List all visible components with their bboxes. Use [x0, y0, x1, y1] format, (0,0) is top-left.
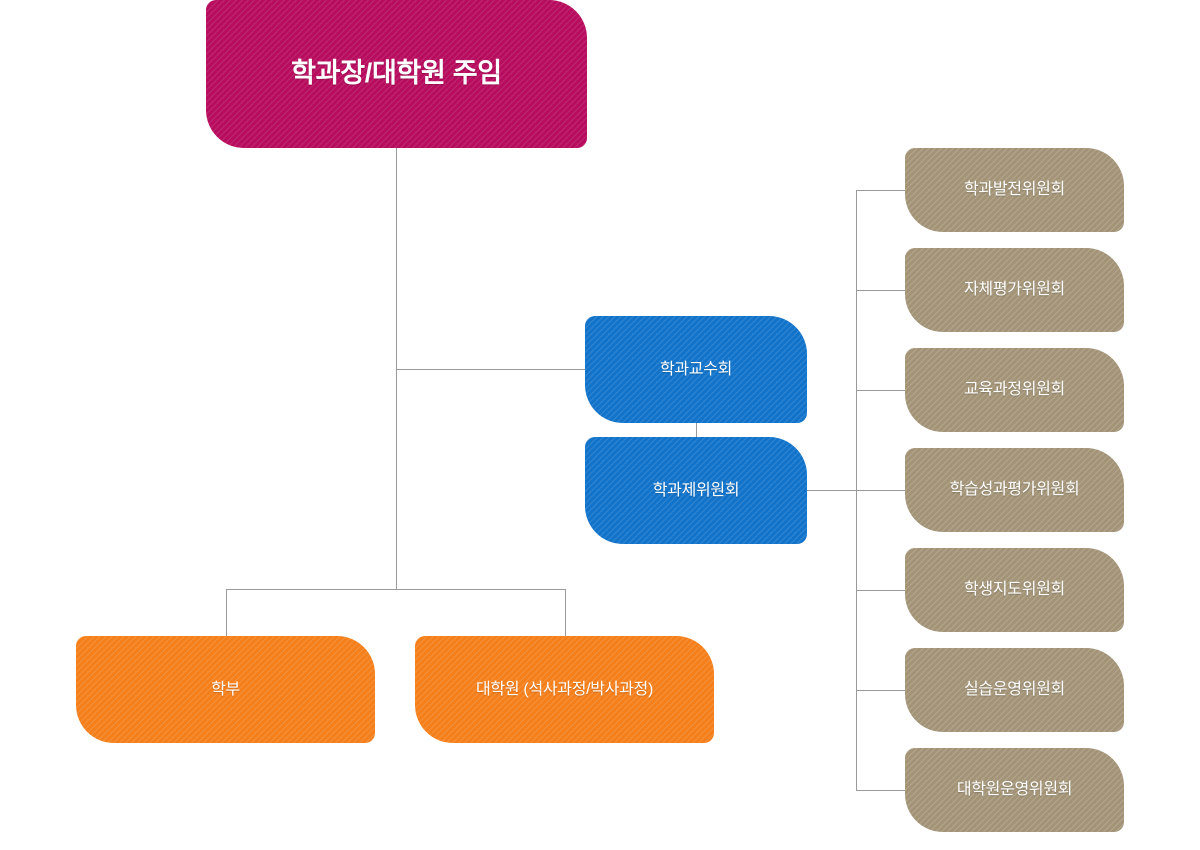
- node-graduate-program[interactable]: 대학원 (석사과정/박사과정): [415, 636, 714, 743]
- node-learning-outcome-evaluation-committee[interactable]: 학습성과평가위원회: [905, 448, 1124, 532]
- node-label-development-committee: 학과발전위원회: [964, 181, 1065, 198]
- node-label-student-guidance-committee: 학생지도위원회: [964, 581, 1065, 598]
- node-committee-board[interactable]: 학과제위원회: [585, 437, 807, 544]
- connector-root-to-faculty-council: [396, 369, 586, 370]
- node-student-guidance-committee[interactable]: 학생지도위원회: [905, 548, 1124, 632]
- node-faculty-council[interactable]: 학과교수회: [585, 316, 807, 423]
- node-label-committee-board: 학과제위원회: [652, 481, 740, 499]
- node-label-self-evaluation-committee: 자체평가위원회: [964, 281, 1065, 298]
- node-label-undergraduate-program: 학부: [211, 680, 240, 698]
- node-label-curriculum-committee: 교육과정위원회: [964, 381, 1065, 398]
- connector-drop-graduate: [565, 589, 566, 637]
- connector-drop-undergraduate: [226, 589, 227, 637]
- node-label-department-head: 학과장/대학원 주임: [291, 58, 502, 89]
- node-label-practicum-operation-committee: 실습운영위원회: [964, 681, 1065, 698]
- node-department-head[interactable]: 학과장/대학원 주임: [206, 0, 587, 148]
- connector-stub-subcommittee-4: [856, 490, 906, 491]
- node-label-graduate-school-operation-committee: 대학원운영위원회: [956, 781, 1073, 798]
- connector-stub-subcommittee-1: [856, 190, 906, 191]
- connector-faculty-council-to-committee-board: [696, 422, 697, 438]
- node-undergraduate-program[interactable]: 학부: [76, 636, 375, 743]
- node-label-faculty-council: 학과교수회: [659, 360, 733, 378]
- node-label-learning-outcome-evaluation-committee: 학습성과평가위원회: [949, 481, 1080, 498]
- connector-stub-subcommittee-6: [856, 690, 906, 691]
- node-label-graduate-program: 대학원 (석사과정/박사과정): [476, 680, 653, 698]
- node-development-committee[interactable]: 학과발전위원회: [905, 148, 1124, 232]
- node-curriculum-committee[interactable]: 교육과정위원회: [905, 348, 1124, 432]
- connector-stub-subcommittee-5: [856, 590, 906, 591]
- node-graduate-school-operation-committee[interactable]: 대학원운영위원회: [905, 748, 1124, 832]
- connector-programs-bus: [226, 589, 566, 590]
- connector-stub-subcommittee-7: [856, 790, 906, 791]
- connector-committee-board-to-spine: [806, 490, 857, 491]
- node-self-evaluation-committee[interactable]: 자체평가위원회: [905, 248, 1124, 332]
- connector-stub-subcommittee-3: [856, 390, 906, 391]
- node-practicum-operation-committee[interactable]: 실습운영위원회: [905, 648, 1124, 732]
- connector-stub-subcommittee-2: [856, 290, 906, 291]
